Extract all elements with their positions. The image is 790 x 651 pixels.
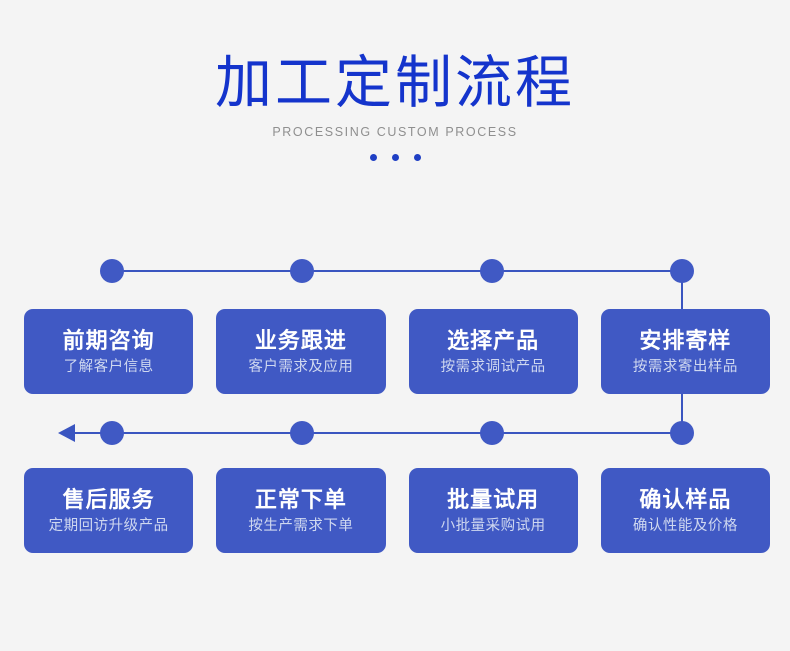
node-dot-icon	[480, 259, 504, 283]
flow-step-title: 前期咨询	[62, 327, 155, 353]
flow-step-title: 确认样品	[639, 486, 732, 512]
node-dot-icon	[670, 421, 694, 445]
decorative-dot-icon	[413, 153, 421, 161]
flow-step-subtitle: 了解客户信息	[63, 358, 154, 375]
flow-step-card[interactable]: 售后服务 定期回访升级产品	[24, 468, 194, 553]
flow-step-subtitle: 按生产需求下单	[248, 517, 354, 534]
rail-line-icon	[112, 270, 682, 272]
flow-step-card[interactable]: 选择产品 按需求调试产品	[408, 309, 578, 394]
flow-rail-1	[0, 258, 790, 284]
flow-step-subtitle: 按需求调试产品	[440, 358, 546, 375]
flow-step-card[interactable]: 批量试用 小批量采购试用	[408, 468, 578, 553]
flow-step-title: 业务跟进	[254, 327, 347, 353]
flow-step-card[interactable]: 安排寄样 按需求寄出样品	[600, 309, 770, 394]
node-dot-icon	[290, 259, 314, 283]
flow-step-subtitle: 定期回访升级产品	[48, 517, 169, 534]
page-title: 加工定制流程	[215, 51, 575, 115]
flow-step-subtitle: 客户需求及应用	[248, 358, 354, 375]
flow-step-subtitle: 确认性能及价格	[632, 517, 738, 534]
flow-step-title: 正常下单	[254, 486, 347, 512]
flow-step-subtitle: 按需求寄出样品	[632, 358, 738, 375]
flow-rail-2	[0, 420, 790, 446]
node-dot-icon	[480, 421, 504, 445]
flow-step-card[interactable]: 确认样品 确认性能及价格	[600, 468, 770, 553]
node-dot-icon	[100, 259, 124, 283]
flow-step-subtitle: 小批量采购试用	[440, 517, 546, 534]
arrow-left-icon	[58, 424, 75, 442]
flow-step-card[interactable]: 业务跟进 客户需求及应用	[216, 309, 386, 394]
page-subtitle: PROCESSING CUSTOM PROCESS	[272, 124, 518, 139]
flow-cards-2: 售后服务 定期回访升级产品 正常下单 按生产需求下单 批量试用 小批量采购试用 …	[24, 468, 770, 553]
flow-step-card[interactable]: 正常下单 按生产需求下单	[216, 468, 386, 553]
flow-step-title: 批量试用	[447, 486, 540, 512]
node-dot-icon	[670, 259, 694, 283]
rail-line-icon	[68, 432, 682, 434]
decorative-dot-icon	[369, 153, 377, 161]
node-dot-icon	[290, 421, 314, 445]
flow-step-card[interactable]: 前期咨询 了解客户信息	[24, 309, 194, 394]
flow-step-title: 售后服务	[62, 486, 155, 512]
flow-cards-1: 前期咨询 了解客户信息 业务跟进 客户需求及应用 选择产品 按需求调试产品 安排…	[24, 309, 770, 394]
decorative-dot-icon	[391, 153, 399, 161]
node-dot-icon	[100, 421, 124, 445]
header: 加工定制流程 PROCESSING CUSTOM PROCESS	[0, 0, 790, 161]
decorative-dot-row	[355, 139, 435, 161]
flow-step-title: 选择产品	[447, 327, 540, 353]
flow-step-title: 安排寄样	[639, 327, 732, 353]
